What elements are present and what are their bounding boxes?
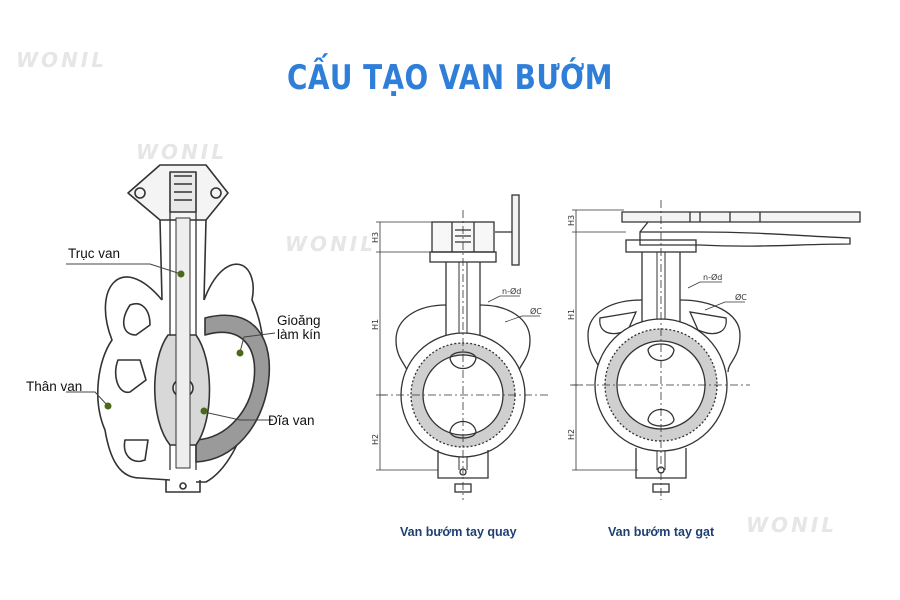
dim-dia-gear: ØC [530,306,542,316]
dim-dia-lever: ØC [735,292,747,302]
dim-h1-lever: H1 [567,309,576,320]
watermark-middle: WONIL [285,232,376,256]
dim-h1-gear: H1 [371,319,380,330]
dim-h2-gear: H2 [371,434,380,445]
dim-h3-gear: H3 [371,232,380,243]
callout-dots [104,270,244,415]
callout-lines [66,263,276,421]
caption-lever-valve: Van bướm tay gạt [608,525,715,539]
gear-valve-drawing [376,194,548,500]
watermark-top-left: WONIL [16,48,107,72]
dim-h3-lever: H3 [567,215,576,226]
label-disc: Đĩa van [268,413,315,428]
label-shaft: Trục van [68,246,121,261]
dim-bolt-gear: n-Ød [502,286,521,296]
label-seal-line1: Gioăng [277,313,321,328]
dim-bolt-lever: n-Ød [703,272,722,282]
cutaway-valve [97,164,271,493]
label-seal-line2: làm kín [277,327,321,342]
lever-valve-drawing [570,200,861,500]
label-body: Thân van [26,379,83,394]
watermark-bottom-right: WONIL [746,513,837,537]
dim-h2-lever: H2 [567,429,576,440]
page-title: CẤU TẠO VAN BƯỚM [287,58,613,98]
caption-gear-valve: Van bướm tay quay [400,525,517,539]
watermark-valve-top: WONIL [136,140,227,164]
